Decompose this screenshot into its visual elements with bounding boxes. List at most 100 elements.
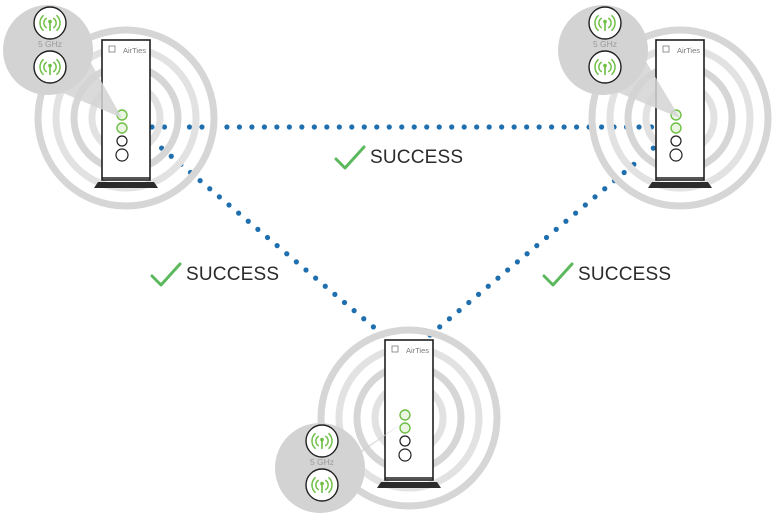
link-dot	[332, 291, 338, 297]
link-dot	[161, 124, 168, 130]
link-dot	[274, 243, 280, 249]
link-dot	[549, 124, 555, 130]
link-dot	[561, 124, 567, 130]
link-dot	[236, 210, 242, 216]
link-dot	[456, 308, 462, 314]
wps-button-icon	[398, 448, 412, 462]
led-indicator	[399, 435, 411, 447]
link-dot	[511, 124, 517, 130]
link-dot	[524, 124, 530, 130]
link-dot	[486, 124, 492, 130]
link-dot	[286, 124, 292, 130]
link-dot	[485, 283, 491, 289]
link-dot	[536, 124, 542, 130]
link-dot	[436, 124, 442, 130]
led-wifi-icon	[399, 422, 411, 434]
link-top-right-to-bottom	[427, 137, 666, 338]
link-dot	[274, 124, 280, 130]
led-wifi-icon	[670, 122, 682, 134]
led-indicator	[670, 135, 682, 147]
link-dot	[255, 226, 261, 232]
link-dot	[449, 124, 455, 130]
link-dot	[563, 218, 569, 224]
checkmark-icon	[150, 262, 182, 287]
link-dot	[168, 153, 174, 159]
status-label-top: SUCCESS	[334, 145, 463, 171]
zoom-callout: 5 GHz	[558, 5, 680, 118]
link-dot	[349, 124, 355, 130]
led-wifi-icon	[116, 122, 128, 134]
link-dot	[322, 283, 328, 289]
link-dot	[293, 259, 299, 265]
link-dot	[374, 124, 380, 130]
led-wifi-icon	[399, 409, 411, 421]
link-dot	[311, 124, 317, 130]
brand-label: AirTies	[406, 346, 429, 355]
link-dot	[495, 275, 501, 281]
link-top-left-to-top-right	[149, 124, 667, 130]
status-text: SUCCESS	[186, 264, 280, 285]
link-dot	[650, 145, 656, 151]
link-dot	[411, 124, 417, 130]
status-text: SUCCESS	[578, 264, 672, 285]
link-dot	[264, 234, 271, 241]
link-dot	[226, 202, 232, 208]
link-dot	[236, 124, 243, 130]
link-dot	[573, 210, 579, 216]
link-dot	[514, 259, 520, 265]
link-dot	[336, 124, 342, 130]
link-dot	[207, 186, 213, 192]
link-dot	[543, 234, 550, 241]
status-label-right: SUCCESS	[542, 262, 671, 288]
wps-button-icon	[115, 148, 129, 162]
link-dot	[261, 124, 267, 130]
link-dot	[573, 124, 580, 130]
band-label: 5 GHz	[593, 39, 617, 49]
link-dot	[386, 124, 392, 130]
links-layer	[149, 124, 667, 338]
link-dot	[284, 251, 290, 257]
link-dot	[186, 124, 193, 130]
zoom-callout: 5 GHz	[3, 5, 122, 118]
link-dot	[424, 124, 430, 130]
link-dot	[499, 124, 505, 130]
brand-label: AirTies	[677, 46, 700, 55]
link-dot	[446, 316, 453, 322]
device-stand	[648, 182, 712, 188]
device-top-right: AirTies 5 GHz	[558, 5, 712, 188]
link-dot	[370, 324, 376, 330]
device-stand	[94, 182, 158, 188]
link-dot	[324, 124, 330, 130]
link-dot	[224, 124, 230, 130]
led-indicator	[116, 135, 128, 147]
link-dot	[592, 194, 598, 200]
link-dot	[361, 316, 367, 322]
link-dot	[505, 267, 511, 273]
link-dot	[197, 178, 203, 184]
link-dot	[636, 124, 642, 130]
status-label-left: SUCCESS	[150, 262, 279, 288]
device-stand	[377, 482, 441, 488]
link-dot	[534, 243, 540, 249]
link-dot	[245, 218, 251, 224]
link-dot	[341, 299, 348, 306]
link-dot	[249, 124, 255, 130]
band-label: 5 GHz	[310, 457, 334, 467]
checkmark-icon	[334, 145, 366, 170]
link-dot	[598, 124, 605, 130]
link-dot	[437, 324, 443, 330]
link-dot	[216, 194, 222, 200]
link-dot	[475, 291, 482, 297]
link-dot	[159, 145, 165, 151]
link-dot	[361, 124, 367, 130]
link-dot	[474, 124, 480, 130]
link-dot	[399, 124, 405, 130]
band-label: 5 GHz	[38, 39, 62, 49]
link-dot	[199, 124, 205, 130]
link-dot	[461, 124, 467, 130]
status-text: SUCCESS	[370, 147, 464, 168]
